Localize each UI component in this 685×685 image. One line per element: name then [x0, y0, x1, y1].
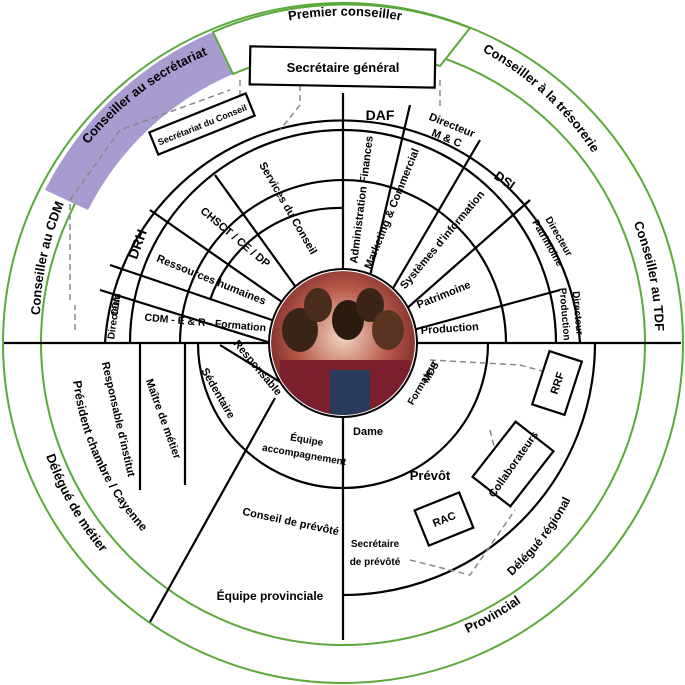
directeur-production-line1: Directeur — [570, 291, 585, 336]
premier-conseiller-label: Premier conseiller — [287, 4, 403, 24]
radial-production — [412, 288, 561, 332]
production-label: Production — [420, 321, 479, 337]
conseiller-cdm-label: Conseiller au CDM — [28, 199, 67, 315]
prevot-label: Prévôt — [410, 468, 451, 483]
dashed-connector-left — [69, 85, 301, 300]
conseiller-tdf-label: Conseiller au TDF — [631, 219, 667, 331]
sedentaire-label: Sédentaire — [198, 366, 237, 421]
radial-responsable — [219, 344, 286, 386]
collaborateurs-box — [470, 420, 556, 508]
daf-label: DAF — [366, 107, 395, 123]
rac-box — [413, 490, 475, 548]
radial-cdm — [99, 288, 272, 345]
maitre-metier-label: Maître de métier — [143, 377, 183, 461]
secretariat-conseil-box — [147, 91, 257, 157]
directeur-production-line2: Production — [556, 287, 572, 341]
dame-label: Dame — [353, 426, 383, 438]
secretaire-prevote-line1: Secrétaire — [351, 539, 400, 550]
cdm-formation-label: CDM - E & R - Formation — [144, 312, 267, 335]
directeur-cdm-line2: CDM — [109, 293, 123, 317]
secretariat-highlight — [45, 32, 233, 210]
conseiller-tresorerie-label: Conseiller à la trésorerie — [481, 41, 603, 155]
equipe-accompagnement-line1: Équipe — [289, 430, 325, 449]
secretaire-general-box — [248, 45, 437, 89]
radial-marketing — [368, 104, 412, 277]
equipe-provinciale-label: Équipe provinciale — [217, 588, 324, 603]
secretaire-prevote-line2: de prévôté — [350, 557, 401, 568]
ring-services — [208, 206, 344, 301]
radial-chsct — [149, 209, 283, 303]
ring-lower-large — [342, 342, 597, 597]
provincial-label: Provincial — [462, 592, 523, 635]
ring-lower-small — [342, 342, 490, 490]
rrf-box — [530, 349, 584, 417]
radial-dsi — [391, 139, 481, 291]
secretaire-general-label: Secrétaire général — [287, 60, 400, 75]
patrimoine-label: Patrimoine — [415, 279, 472, 311]
radial-services — [214, 174, 296, 287]
conseil-prevote-label: Conseil de prévôté — [241, 506, 340, 538]
diagonal-divider-left — [149, 397, 276, 623]
services-conseil-label: Services du Conseil — [256, 160, 319, 257]
equipe-accompagnement-line2: accompagnement — [261, 443, 347, 469]
center-photo — [268, 268, 418, 418]
drh-label: DRH — [124, 227, 149, 261]
ring-lower-mid — [196, 342, 344, 490]
dsi-label: DSI — [492, 168, 518, 193]
radial-patrimoine — [404, 199, 531, 311]
radial-rh — [109, 263, 273, 322]
delegue-regional-label: Délégué régional — [504, 495, 573, 579]
